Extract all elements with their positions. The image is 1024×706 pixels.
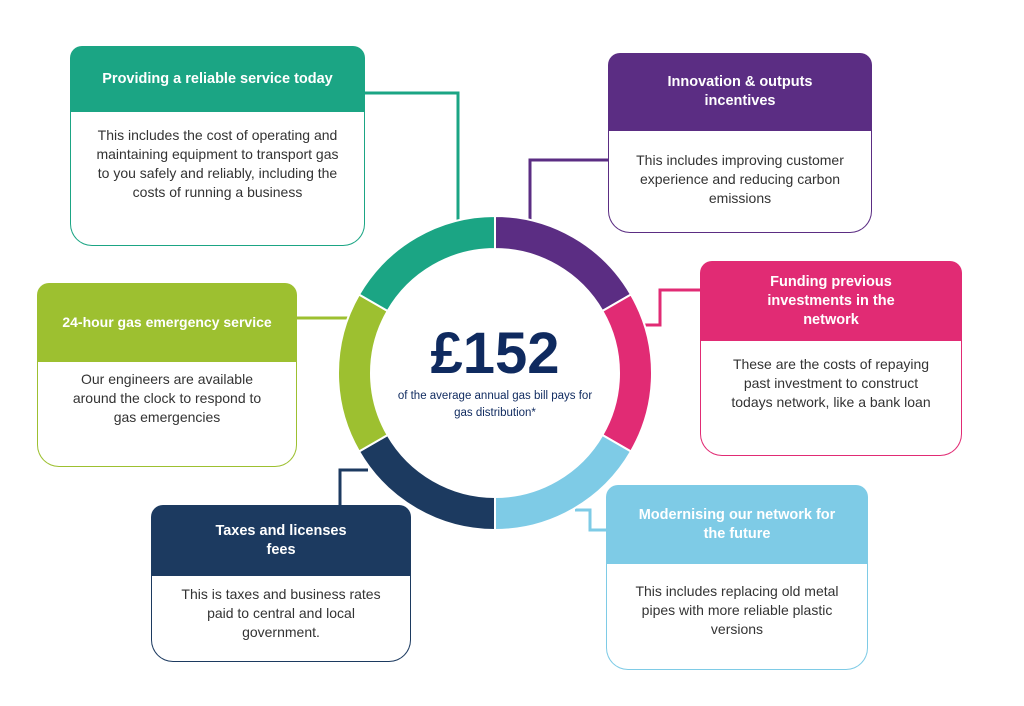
- card-title: Innovation & outputs incentives: [608, 53, 872, 131]
- card-reliable: Providing a reliable service today This …: [70, 46, 365, 246]
- connector-taxes: [338, 468, 368, 505]
- connector-funding: [640, 288, 700, 327]
- card-text: This includes improving customer experie…: [608, 131, 872, 233]
- card-title: Modernising our network for the future: [606, 485, 868, 564]
- card-text: This includes the cost of operating and …: [70, 112, 365, 246]
- card-title: 24-hour gas emergency service: [37, 283, 297, 362]
- connector-innovation: [528, 158, 608, 222]
- ring-segment-funding: [601, 293, 653, 453]
- bill-amount: £152: [430, 321, 560, 386]
- connector-reliable: [365, 91, 460, 220]
- card-title: Providing a reliable service today: [70, 46, 365, 112]
- card-text: This includes replacing old metal pipes …: [606, 564, 868, 670]
- card-text: These are the costs of repaying past inv…: [700, 341, 962, 456]
- bill-caption: of the average annual gas bill pays for …: [397, 390, 593, 419]
- card-modernising: Modernising our network for the future T…: [606, 485, 868, 670]
- card-title: Taxes and licenses fees: [151, 505, 411, 576]
- card-title: Funding previous investments in the netw…: [700, 261, 962, 341]
- card-emergency: 24-hour gas emergency service Our engine…: [37, 283, 297, 467]
- card-text: This is taxes and business rates paid to…: [151, 576, 411, 662]
- card-funding: Funding previous investments in the netw…: [700, 261, 962, 456]
- card-innovation: Innovation & outputs incentives This inc…: [608, 53, 872, 233]
- center-summary: £152 of the average annual gas bill pays…: [395, 322, 595, 422]
- card-taxes: Taxes and licenses fees This is taxes an…: [151, 505, 411, 662]
- connector-modernising: [575, 508, 606, 532]
- card-text: Our engineers are available around the c…: [37, 362, 297, 467]
- ring-segment-reliable: [357, 214, 496, 313]
